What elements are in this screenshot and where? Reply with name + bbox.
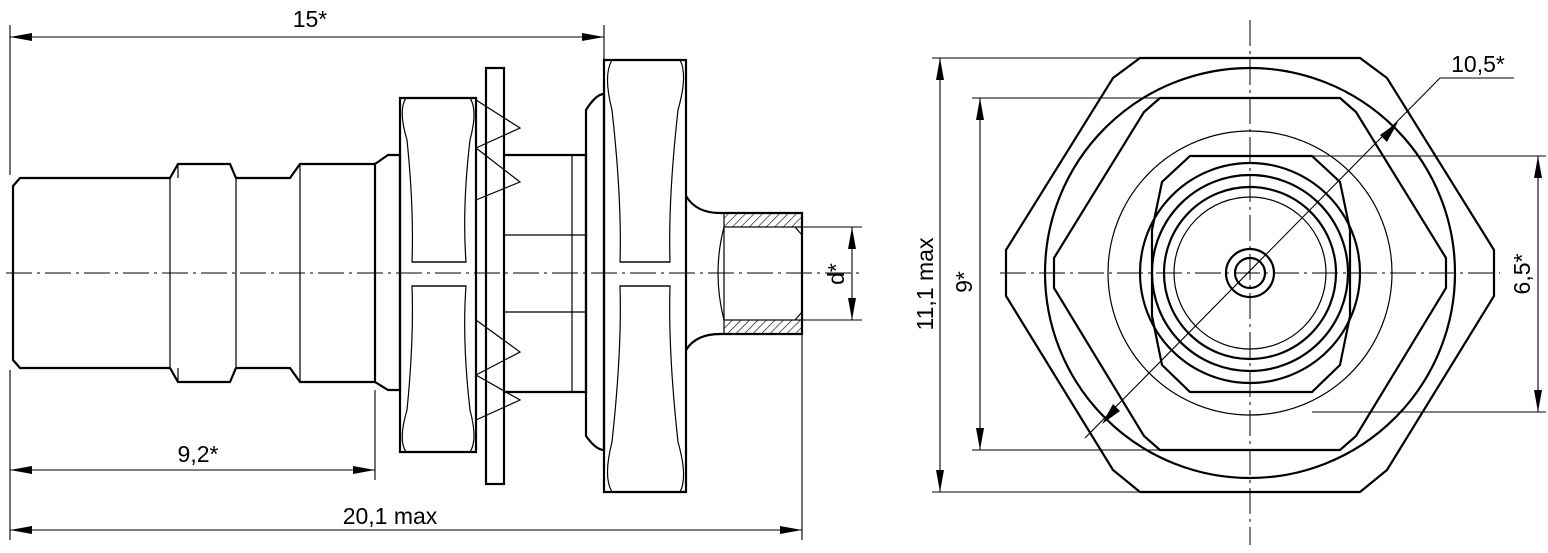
rear-pin <box>685 195 804 351</box>
outer-hex <box>1004 56 1496 494</box>
dim-inner-flat: 6,5* <box>1312 155 1546 413</box>
inner-hex <box>1052 96 1448 452</box>
inner-body <box>1150 154 1352 394</box>
ring-2 <box>1138 161 1362 385</box>
left-hex-nut <box>398 96 478 454</box>
dim-flat-height-label: 9* <box>951 271 977 293</box>
dim-length-to-panel: 15* <box>9 6 605 175</box>
dim-hole-diameter: d* <box>802 226 862 321</box>
toothed-washer <box>474 66 522 486</box>
dim-plug-length-label: 9,2* <box>178 441 219 467</box>
dim-overall-length: 20,1 max <box>10 334 803 540</box>
ring-4 <box>1162 185 1338 361</box>
dim-inner-flat-label: 6,5* <box>1509 253 1535 294</box>
ring-3 <box>1150 173 1350 373</box>
ring-5 <box>1173 196 1327 350</box>
pin-inner <box>1233 256 1267 290</box>
side-view: 15* 9,2* 20,1 max d* <box>6 6 862 540</box>
dim-overall-length-label: 20,1 max <box>343 503 438 529</box>
front-hex-flange <box>602 58 688 494</box>
plug-body <box>11 162 377 384</box>
dim-length-to-panel-label: 15* <box>293 6 328 32</box>
pin-outer <box>1224 247 1276 299</box>
dim-flat-height: 9* <box>951 97 1160 451</box>
dim-round-diameter: 10,5* <box>1084 51 1514 439</box>
outer-circle <box>1043 66 1457 480</box>
dim-hole-diameter-label: d* <box>823 263 849 285</box>
dim-hex-height: 11,1 max <box>912 57 1140 493</box>
dim-plug-length: 9,2* <box>9 370 376 540</box>
mounting-body <box>504 92 606 452</box>
dim-round-diameter-label: 10,5* <box>1451 51 1505 77</box>
ring-1 <box>1107 130 1393 416</box>
front-view: 11,1 max 9* 6,5* 10,5* <box>912 20 1546 545</box>
dim-hex-height-label: 11,1 max <box>912 237 938 330</box>
